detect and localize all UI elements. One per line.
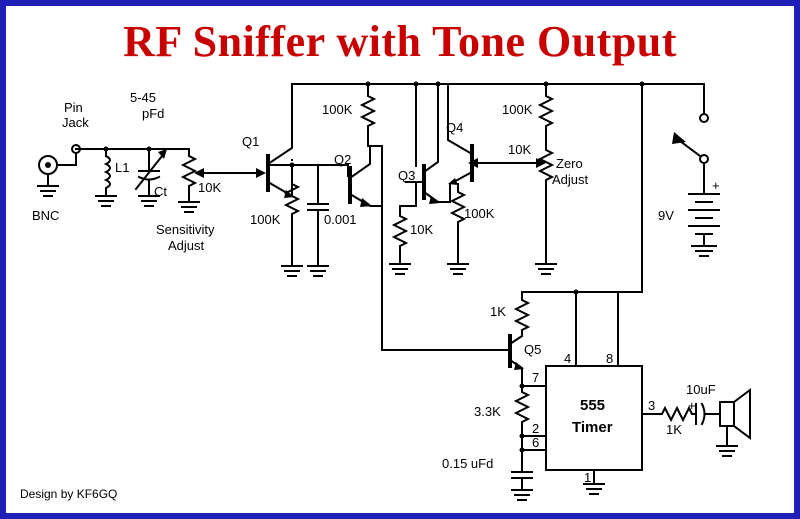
speaker: [716, 388, 751, 457]
label-battery: 9V: [658, 208, 674, 223]
transistor-q2: [347, 145, 383, 207]
label-pin-jack-2: Jack: [62, 115, 89, 130]
wire-q3-collector: [415, 83, 439, 167]
label-q4: Q4: [446, 120, 463, 135]
resistor-1k-q5: [513, 291, 531, 335]
label-battery-plus: +: [712, 178, 720, 193]
label-zero-1: Zero: [556, 156, 583, 171]
wire-q2-to-q5: [381, 205, 511, 351]
label-r-top2: 100K: [502, 102, 533, 117]
label-pin-3: 3: [648, 398, 655, 413]
battery-9v: [688, 193, 720, 257]
timer-555-chip: [545, 365, 643, 471]
label-cap-range-2: pFd: [142, 106, 164, 121]
label-pin-7: 7: [532, 370, 539, 385]
label-timer-1: 555: [580, 397, 605, 414]
label-pin-8: 8: [606, 351, 613, 366]
coil-l1: [103, 154, 111, 197]
label-pot-zero: 10K: [508, 142, 531, 157]
transistor-q1: [266, 83, 294, 198]
label-l1: L1: [115, 160, 129, 175]
input-wire: [56, 148, 107, 166]
label-r-q3: 10K: [410, 222, 433, 237]
label-r-q1: 100K: [250, 212, 281, 227]
label-sens-2: Adjust: [168, 238, 205, 253]
label-pin-1: 1: [584, 470, 591, 485]
label-zero-2: Adjust: [552, 172, 589, 187]
label-c-timing: 0.15 uFd: [442, 456, 493, 471]
transistor-q5: [508, 334, 547, 387]
label-c-q1: 0.001: [324, 212, 357, 227]
bnc-connector: [37, 155, 59, 197]
label-c-out-plus: +: [688, 398, 696, 413]
label-q5: Q5: [524, 342, 541, 357]
label-r-q4: 100K: [464, 206, 495, 221]
label-bnc: BNC: [32, 208, 59, 223]
wire-rail-to-timer: [521, 83, 643, 367]
resistor-100k-top2: [537, 83, 555, 147]
label-r-top1: 100K: [322, 102, 353, 117]
resistor-100k-q1: [283, 164, 301, 267]
timer-ground: [583, 469, 605, 495]
switch-contact-top: [699, 113, 709, 123]
label-pin-jack-1: Pin: [64, 100, 83, 115]
resistor-100k-top1: [359, 83, 377, 147]
label-q1: Q1: [242, 134, 259, 149]
switch-contact-bottom: [699, 154, 709, 164]
label-pin-2: 2: [532, 421, 539, 436]
cap-10uf: [695, 402, 721, 426]
label-pot-sens: 10K: [198, 180, 221, 195]
pot-sensitivity: [148, 148, 198, 203]
circuit-schematic: Pin Jack BNC L1 5-45 pFd Ct 10K Sensitiv…: [20, 81, 751, 501]
junctions: [103, 81, 645, 453]
cap-ct: [105, 148, 161, 197]
credit-text: Design by KF6GQ: [20, 487, 117, 501]
cap-0001: [307, 164, 329, 267]
label-pin-4: 4: [564, 351, 571, 366]
resistor-3k3: [513, 385, 547, 451]
resistor-100k-q4: [449, 183, 467, 265]
label-q3: Q3: [398, 168, 415, 183]
transistor-q4: [447, 83, 474, 203]
label-r-timing: 3.3K: [474, 404, 501, 419]
cap-015: [511, 449, 533, 491]
label-pin-6: 6: [532, 435, 539, 450]
label-r-q5: 1K: [490, 304, 506, 319]
label-r-out: 1K: [666, 422, 682, 437]
pot-zero-adjust: [537, 145, 555, 265]
label-ct: Ct: [154, 184, 167, 199]
label-sens-1: Sensitivity: [156, 222, 215, 237]
diagram-title: RF Sniffer with Tone Output: [123, 17, 677, 66]
label-cap-range-1: 5-45: [130, 90, 156, 105]
label-timer-2: Timer: [572, 419, 613, 436]
supply-rail-top: [291, 83, 705, 115]
resistor-10k-q3: [391, 205, 409, 265]
label-q2: Q2: [334, 152, 351, 167]
switch-arrow: [672, 132, 686, 144]
label-c-out: 10uF: [686, 382, 716, 397]
output-wire: [641, 405, 697, 423]
